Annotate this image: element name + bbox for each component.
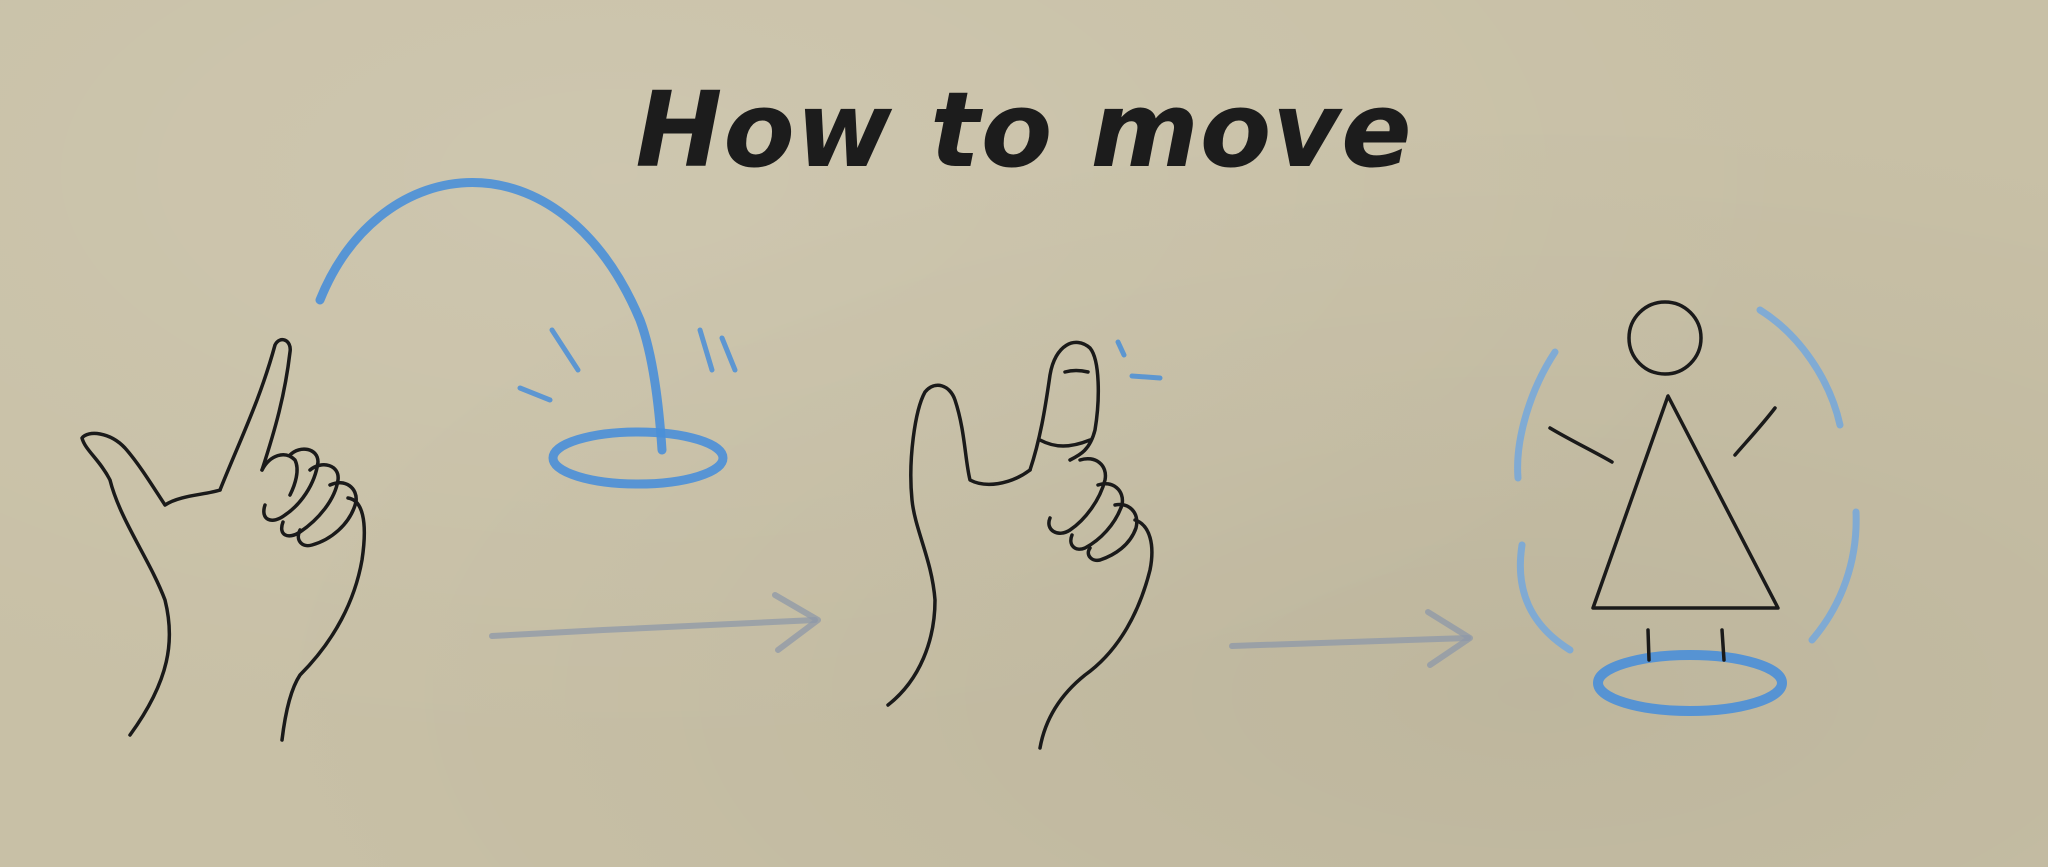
landing-ring xyxy=(1593,650,1787,716)
pinch-hand-icon xyxy=(886,340,1154,750)
target-ring xyxy=(548,427,728,489)
glow-aura xyxy=(1514,306,1860,654)
page-title: How to move xyxy=(635,69,1413,191)
tap-sparkle-icon xyxy=(1115,339,1163,381)
trajectory-arc xyxy=(315,178,667,455)
step-point-group xyxy=(80,178,738,742)
point-up-hand-icon xyxy=(80,337,367,742)
impact-sparkle-icon xyxy=(517,327,738,403)
step-pinch-group xyxy=(886,339,1163,750)
arrow-right-icon xyxy=(489,592,821,653)
arrow-right-icon-2 xyxy=(1229,609,1473,668)
teleport-figure-icon xyxy=(1548,300,1780,662)
step-teleport-group xyxy=(1514,300,1860,716)
